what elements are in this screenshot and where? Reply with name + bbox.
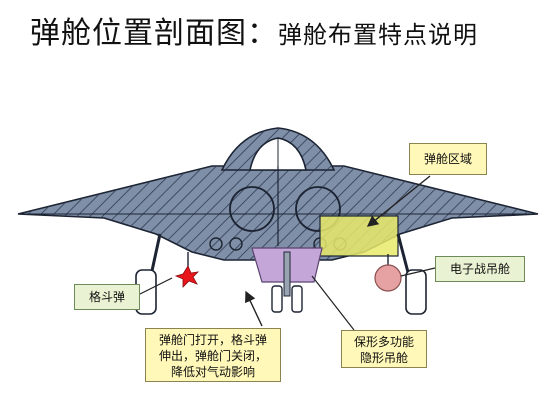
callout-line: 弹舱区域 — [423, 152, 472, 166]
leader-conformal-pod — [311, 275, 355, 331]
ew-pod-body — [374, 264, 402, 292]
electronic-warfare-pod — [374, 254, 402, 292]
weapon-bay — [319, 215, 399, 257]
callout-ew-pod: 电子战吊舱 — [435, 256, 525, 282]
left-intake — [229, 186, 275, 232]
callout-line: 电子战吊舱 — [449, 262, 510, 276]
leader-ew-pod — [400, 267, 436, 277]
callout-dogfight-missile: 格斗弹 — [74, 284, 140, 310]
callout-line: 降低对气动影响 — [170, 365, 255, 379]
leader-bay-door — [245, 290, 263, 327]
page-title: 弹舱位置剖面图：弹舱布置特点说明 — [30, 8, 478, 52]
left-port-2 — [229, 237, 243, 251]
nose-wheel-left — [271, 285, 283, 313]
title-sub: 弹舱布置特点说明 — [278, 21, 478, 49]
left-port-1 — [209, 237, 223, 251]
callout-line: 伸出，弹舱门关闭， — [158, 349, 267, 363]
nose-gear-strut — [283, 251, 291, 297]
right-intake — [295, 186, 341, 232]
missile-star — [174, 265, 200, 288]
right-main-wheel — [405, 269, 427, 315]
nose-wheel-right — [291, 285, 303, 313]
right-main-gear — [396, 233, 427, 315]
callout-bay-area: 弹舱区域 — [409, 143, 487, 175]
callout-line: 格斗弹 — [88, 290, 125, 304]
title-main: 弹舱位置剖面图： — [30, 16, 278, 51]
callout-line: 保形多功能 — [353, 335, 414, 349]
callout-bay-door: 弹舱门打开，格斗弹伸出，弹舱门关闭， 降低对气动影响 — [145, 328, 281, 382]
leader-bay-area — [366, 175, 431, 227]
callout-conformal-pod: 保形多功能隐形吊舱 — [341, 330, 427, 368]
nose-landing-gear — [271, 251, 303, 313]
callout-line: 弹舱门打开，格斗弹 — [158, 333, 267, 347]
leader-dogfight-missile — [139, 277, 173, 295]
callout-line: 隐形吊舱 — [359, 351, 408, 365]
dogfight-missile — [174, 252, 200, 288]
canopy — [220, 127, 336, 171]
